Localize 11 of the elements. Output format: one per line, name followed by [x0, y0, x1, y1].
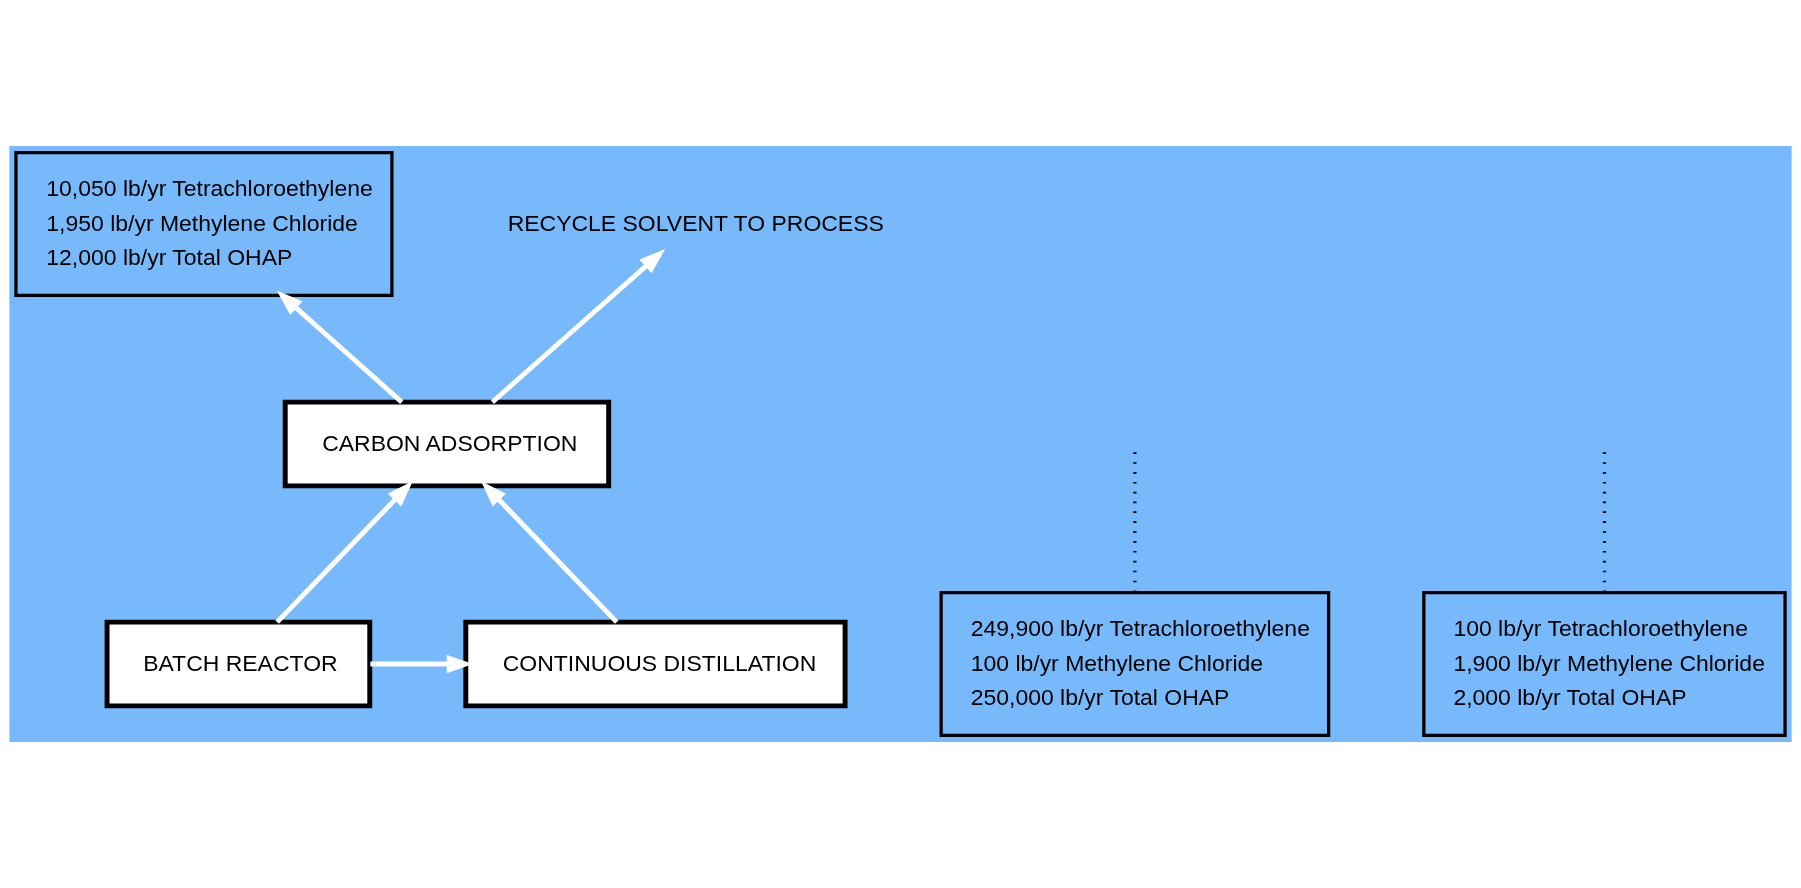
- arrow: [275, 481, 413, 624]
- node-text: RECYCLE SOLVENT TO PROCESS: [507, 209, 884, 236]
- arrow: [490, 249, 666, 404]
- node-box: BATCH REACTOR: [104, 619, 373, 709]
- arrow: [276, 290, 404, 404]
- node-box: 100 lb/yr Tetrachloroethylene 1,900 lb/yr Methylene Chloride 2,000 lb/yr Total OHAP: [1422, 590, 1787, 738]
- arrow: [481, 481, 619, 624]
- node-box: 10,050 lb/yr Tetrachloroethylene 1,950 lb/yr Methylene Chloride 12,000 lb/yr Total OHAP: [14, 150, 394, 298]
- node-box: 249,900 lb/yr Tetrachloroethylene 100 lb/yr Methylene Chloride 250,000 lb/yr Total OHAP: [939, 590, 1331, 738]
- node-box: CONTINUOUS DISTILLATION: [463, 619, 848, 709]
- node-box: CARBON ADSORPTION: [282, 399, 612, 489]
